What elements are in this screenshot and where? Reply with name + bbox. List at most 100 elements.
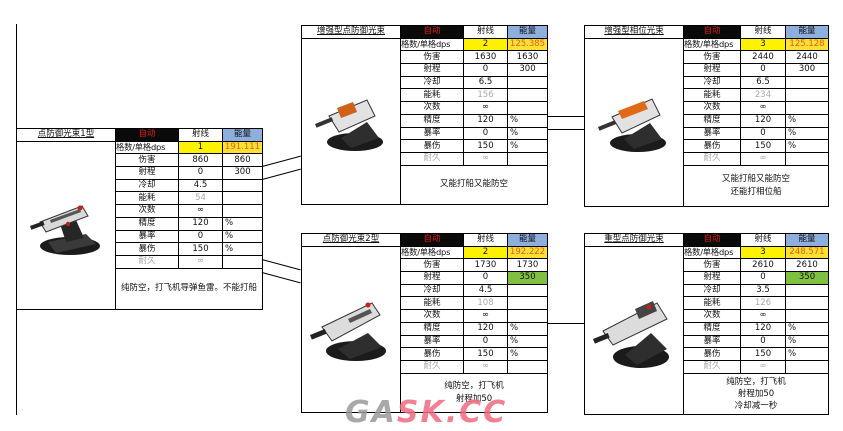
empty-cell	[222, 254, 263, 269]
uses-value: ∞	[463, 101, 508, 115]
connector-4-to-5	[547, 323, 585, 324]
label-energy-cost: 能耗	[683, 296, 741, 311]
empty-cell	[785, 296, 829, 311]
empty-cell	[785, 283, 829, 298]
energy-cost-value: 126	[740, 296, 786, 311]
label-accuracy: 精度	[400, 113, 464, 128]
label-energy-cost: 能耗	[115, 191, 179, 206]
label-range: 射程	[115, 166, 179, 180]
empty-cell	[507, 151, 548, 166]
label-range: 射程	[683, 63, 741, 77]
label-durability: 耐久	[683, 359, 741, 374]
energy-cost-value: 234	[740, 88, 786, 103]
turret-image	[584, 245, 684, 415]
turret-image	[301, 37, 401, 205]
label-crit-dmg: 暴伤	[400, 139, 464, 153]
note-line: 射程加50	[737, 388, 775, 399]
label-slots-dps: 格数/单格dps	[683, 37, 741, 52]
percent-unit: %	[785, 347, 829, 361]
crit-dmg-value: 150	[178, 242, 223, 256]
weapon-note: 又能打船又能防空	[400, 164, 548, 205]
empty-cell	[507, 283, 548, 298]
turret-image	[584, 37, 684, 207]
label-cooldown: 冷却	[400, 75, 464, 90]
percent-unit: %	[507, 334, 548, 349]
range-ray: 0	[463, 63, 508, 77]
dps-value: 191.111	[222, 140, 263, 155]
label-damage: 伤害	[115, 153, 179, 168]
header-ray: 射线	[463, 233, 508, 247]
header-ray: 射线	[178, 128, 223, 142]
turret-icon	[29, 205, 100, 256]
percent-unit: %	[507, 139, 548, 153]
label-energy-cost: 能耗	[683, 88, 741, 103]
percent-unit: %	[507, 347, 548, 361]
turret-icon	[310, 302, 386, 362]
label-uses: 次数	[400, 101, 464, 115]
empty-cell	[507, 359, 548, 374]
label-durability: 耐久	[683, 151, 741, 166]
empty-cell	[507, 101, 548, 115]
turret-image	[301, 245, 401, 413]
crit-rate-value: 0	[463, 126, 508, 141]
uses-value: ∞	[178, 204, 223, 218]
cooldown-value: 6.5	[740, 75, 786, 90]
dps-value: 248.571	[785, 245, 829, 260]
crit-dmg-value: 150	[463, 347, 508, 361]
damage-energy: 2440	[785, 50, 829, 65]
label-crit-dmg: 暴伤	[115, 242, 179, 256]
weapon-note: 又能打船又能防空还能打相位船	[683, 164, 829, 207]
durability-value: ∞	[463, 359, 508, 374]
range-ray: 0	[740, 63, 786, 77]
slots-value: 3	[740, 37, 786, 52]
label-accuracy: 精度	[115, 216, 179, 231]
label-durability: 耐久	[115, 254, 179, 269]
accuracy-value: 120	[463, 321, 508, 336]
label-uses: 次数	[683, 101, 741, 115]
label-damage: 伤害	[683, 258, 741, 273]
connector-1-to-2-a	[262, 155, 301, 167]
header-ray: 射线	[740, 25, 786, 39]
label-damage: 伤害	[400, 258, 464, 273]
header-auto: 自动	[115, 128, 179, 142]
label-crit-rate: 暴率	[683, 126, 741, 141]
label-range: 射程	[400, 271, 464, 285]
label-cooldown: 冷却	[400, 283, 464, 298]
range-ray: 0	[178, 166, 223, 180]
label-energy-cost: 能耗	[400, 296, 464, 311]
energy-cost-value: 54	[178, 191, 223, 206]
empty-cell	[222, 178, 263, 193]
weapon-name: 点防御光束1型	[16, 128, 116, 142]
label-crit-rate: 暴率	[683, 334, 741, 349]
weapon-note: 纯防空，打飞机射程加50	[400, 372, 548, 413]
percent-unit: %	[785, 334, 829, 349]
empty-cell	[507, 296, 548, 311]
weapon-name: 点防御光束2型	[301, 233, 401, 247]
label-uses: 次数	[400, 309, 464, 323]
durability-value: ∞	[740, 359, 786, 374]
header-auto: 自动	[400, 25, 464, 39]
empty-cell	[222, 204, 263, 218]
damage-ray: 1730	[463, 258, 508, 273]
turret-icon	[592, 301, 669, 369]
durability-value: ∞	[740, 151, 786, 166]
durability-value: ∞	[463, 151, 508, 166]
cooldown-value: 4.5	[463, 283, 508, 298]
label-accuracy: 精度	[683, 321, 741, 336]
header-ray: 射线	[463, 25, 508, 39]
slots-value: 1	[178, 140, 223, 155]
crit-rate-value: 0	[178, 229, 223, 244]
weapon-name: 增强型相位光束	[584, 25, 684, 39]
damage-energy: 1730	[507, 258, 548, 273]
note-line: 纯防空，打飞机	[444, 380, 504, 391]
crit-rate-value: 0	[463, 334, 508, 349]
crit-dmg-value: 150	[463, 139, 508, 153]
crit-rate-value: 0	[740, 126, 786, 141]
cooldown-value: 3.5	[740, 283, 786, 298]
empty-cell	[507, 75, 548, 90]
note-line: 还能打相位船	[730, 186, 782, 197]
range-ray: 0	[740, 271, 786, 285]
connector-1-to-2-b	[262, 168, 301, 180]
